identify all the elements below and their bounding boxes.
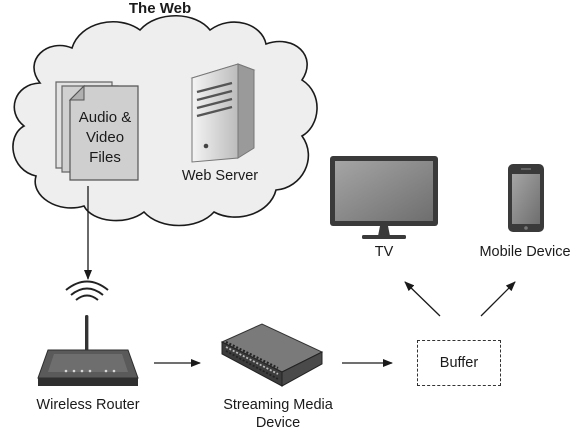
arrow-buffer-to-mobile xyxy=(480,281,516,317)
wireless-router-icon xyxy=(37,280,139,386)
buffer-box: Buffer xyxy=(417,340,501,386)
buffer-label: Buffer xyxy=(439,355,479,371)
document-stack-icon xyxy=(55,81,139,181)
arrow-buffer-to-tv xyxy=(404,281,441,317)
network-switch-icon xyxy=(220,323,324,387)
web-server-label: Web Server xyxy=(181,168,259,184)
mobile-device-label: Mobile Device xyxy=(479,244,571,260)
server-tower-icon xyxy=(190,63,256,163)
smartphone-icon xyxy=(508,164,544,232)
monitor-icon xyxy=(330,156,438,239)
streaming-device-label-2: Device xyxy=(255,415,301,431)
wireless-router-label: Wireless Router xyxy=(36,397,140,413)
tv-label: TV xyxy=(374,244,394,260)
cloud-title: The Web xyxy=(128,0,192,17)
streaming-device-label: Streaming Media xyxy=(223,397,333,413)
files-label: Audio & Video Files xyxy=(78,109,132,166)
